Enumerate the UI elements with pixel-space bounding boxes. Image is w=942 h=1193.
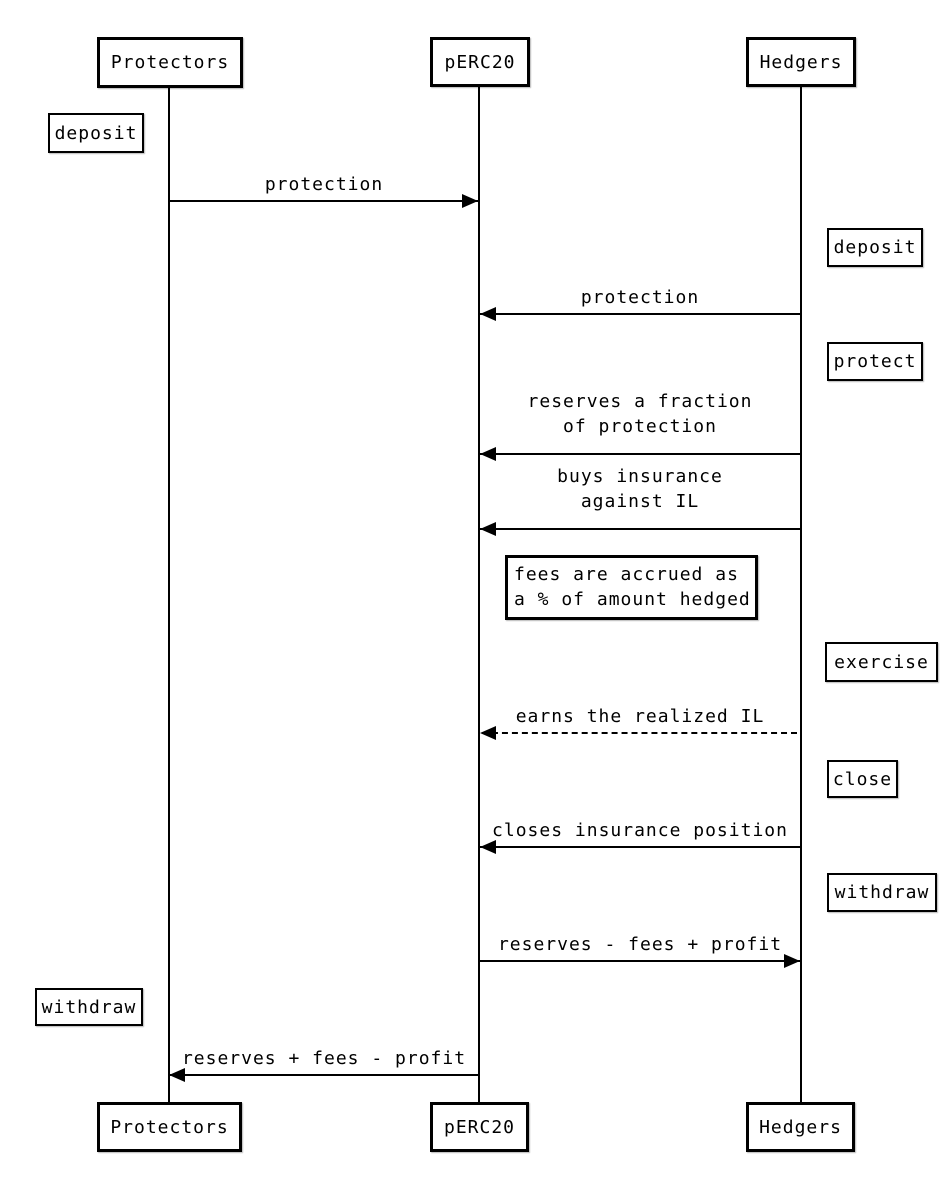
action-label: close: [832, 768, 893, 790]
actor-box-hedgers-bottom: Hedgers: [746, 1102, 855, 1152]
actor-box-protectors-top: Protectors: [97, 37, 243, 88]
message-label: protection: [580, 287, 700, 308]
action-box-deposit-hedgers: deposit: [827, 228, 923, 267]
arrowhead-left-icon: [480, 840, 496, 854]
action-box-protect-hedgers: protect: [827, 342, 923, 381]
note-box-fees: fees are accrued as a % of amount hedged: [505, 555, 758, 620]
message-label-line1: reserves a fraction: [527, 391, 753, 412]
actor-label: pERC20: [444, 51, 516, 73]
actor-box-perc20-top: pERC20: [430, 37, 530, 87]
arrowhead-right-icon: [462, 194, 478, 208]
action-label: exercise: [834, 651, 929, 673]
message-line: [169, 1074, 478, 1076]
action-box-withdraw-protectors: withdraw: [35, 988, 143, 1026]
action-label: deposit: [54, 122, 138, 144]
note-line2: a % of amount hedged: [514, 589, 751, 610]
message-label: buys insurance against IL: [480, 464, 800, 514]
actor-box-perc20-bottom: pERC20: [430, 1102, 529, 1152]
action-label: withdraw: [834, 882, 930, 903]
arrowhead-left-icon: [480, 522, 496, 536]
action-box-close-hedgers: close: [827, 760, 898, 798]
action-label: protect: [833, 351, 917, 372]
message-label: reserves - fees + profit: [497, 934, 783, 955]
action-box-withdraw-hedgers: withdraw: [827, 873, 937, 912]
message-line: [480, 528, 800, 530]
action-box-exercise-hedgers: exercise: [825, 642, 938, 682]
message-label: reserves a fraction of protection: [480, 389, 800, 439]
message-label-line2: against IL: [580, 491, 700, 512]
message-line: [480, 846, 800, 848]
actor-box-hedgers-top: Hedgers: [746, 37, 856, 87]
actor-label: pERC20: [443, 1116, 516, 1138]
message-line: [480, 960, 800, 962]
actor-label: Protectors: [110, 52, 230, 73]
message-line-dashed: [482, 732, 797, 734]
message-line: [480, 313, 800, 315]
action-label: deposit: [833, 237, 917, 258]
action-box-deposit-protectors: deposit: [48, 113, 144, 153]
actor-label: Hedgers: [759, 1116, 842, 1138]
note-line1: fees are accrued as: [514, 564, 739, 585]
lifeline-perc20: [478, 87, 480, 1102]
arrowhead-left-icon: [480, 726, 496, 740]
arrowhead-right-icon: [784, 954, 800, 968]
message-label: protection: [264, 174, 384, 195]
arrowhead-left-icon: [480, 447, 496, 461]
actor-box-protectors-bottom: Protectors: [97, 1102, 242, 1152]
actor-label: Protectors: [110, 1116, 229, 1138]
lifeline-hedgers: [800, 87, 802, 1102]
message-label: earns the realized IL: [515, 706, 765, 727]
lifeline-protectors: [168, 87, 170, 1102]
message-label-line1: buys insurance: [557, 466, 723, 487]
actor-label: Hedgers: [759, 51, 843, 73]
message-label: closes insurance position: [492, 820, 788, 841]
action-label: withdraw: [41, 996, 137, 1018]
message-line: [480, 453, 800, 455]
message-line: [169, 200, 478, 202]
message-label-line2: of protection: [563, 416, 717, 437]
arrowhead-left-icon: [480, 307, 496, 321]
message-label: reserves + fees - profit: [181, 1048, 467, 1069]
arrowhead-left-icon: [169, 1068, 185, 1082]
